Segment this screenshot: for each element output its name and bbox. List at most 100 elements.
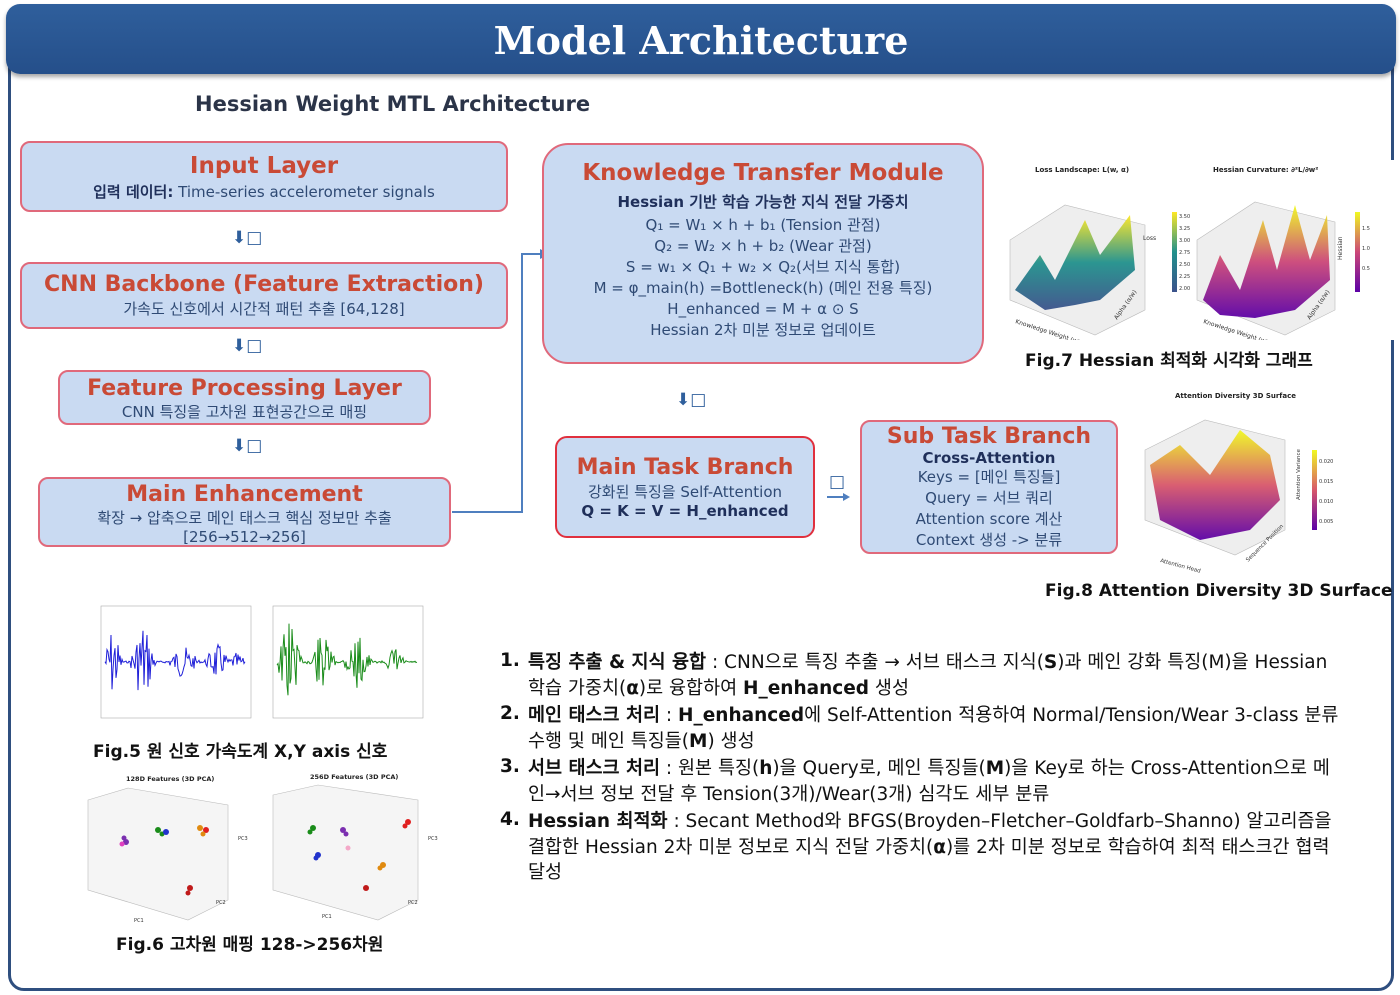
step-text: 메인 태스크 처리 : H_enhanced에 Self-Attention 적… — [528, 703, 1340, 754]
step-item: 3. 서브 태스크 처리 : 원본 특징(h)을 Query로, 메인 특징들(M… — [500, 756, 1340, 807]
step-text-segment: M — [689, 730, 708, 752]
fig8-cbar-tick: 0.020 — [1319, 459, 1333, 465]
fig7-hessian-plots: Loss Landscape: L(w, α) Knowledge Weight… — [1005, 160, 1395, 346]
fig8-cbar-tick: 0.010 — [1319, 499, 1333, 505]
main-to-sub-arrowhead — [843, 493, 850, 501]
fig7-right-cbar-tick: 0.5 — [1362, 266, 1370, 272]
fig7-right-title: Hessian Curvature: ∂²L/∂w² — [1213, 166, 1318, 174]
step-number: 2. — [500, 703, 520, 724]
fig7-left-title: Loss Landscape: L(w, α) — [1035, 166, 1129, 174]
sub-task-branch-subtitle: Cross-Attention — [922, 449, 1056, 467]
knowledge-transfer-title: Knowledge Transfer Module — [582, 160, 944, 186]
fig7-caption: Fig.7 Hessian 최적화 시각화 그래프 — [1025, 351, 1313, 371]
fig6-right-ylabel: PC2 — [408, 900, 418, 906]
sub-task-branch-line: Keys = [메인 특징들] — [917, 468, 1061, 486]
step-text-segment: h — [759, 758, 773, 779]
fig7-svg: Loss Landscape: L(w, α) Knowledge Weight… — [1009, 166, 1370, 346]
main-enhancement-line2: [256→512→256] — [183, 528, 306, 546]
sub-task-branch-box: Sub Task Branch Cross-Attention Keys = [… — [860, 420, 1118, 554]
input-layer-label: 입력 데이터: — [93, 183, 174, 201]
step-number: 3. — [500, 756, 520, 777]
fig6-right-zlabel: PC3 — [428, 836, 438, 842]
enhancement-to-knowledge-connector — [452, 253, 540, 513]
main-task-branch-line1: 강화된 특징을 Self-Attention — [587, 483, 783, 501]
step-text-segment: )을 Key로 하는 Cross-Attention으로 메인→서브 정보 전달… — [528, 758, 1330, 805]
step-text-segment: : CNN으로 특징 추출 → 서브 태스크 지식( — [706, 652, 1044, 673]
fig6-left-ylabel: PC2 — [216, 900, 226, 906]
fig8-plot-title: Attention Diversity 3D Surface — [1175, 392, 1296, 400]
fig6-svg: 128D Features (3D PCA) PC1 PC2 PC3 256D … — [87, 773, 438, 924]
page-title: Model Architecture — [493, 18, 909, 63]
knowledge-transfer-box: Knowledge Transfer Module Hessian 기반 학습 … — [542, 143, 984, 364]
main-enhancement-box: Main Enhancement 확장 → 압축으로 메인 태스크 핵심 정보만… — [38, 477, 451, 547]
step-item: 2. 메인 태스크 처리 : H_enhanced에 Self-Attention… — [500, 703, 1340, 754]
knowledge-transfer-line: Q₂ = W₂ × h + b₂ (Wear 관점) — [654, 237, 872, 255]
fig6-right-axes — [272, 784, 419, 921]
step-text: 서브 태스크 처리 : 원본 특징(h)을 Query로, 메인 특징들(M)을… — [528, 756, 1340, 807]
fig8-colorbar — [1312, 450, 1317, 530]
fig5-svg — [100, 605, 424, 719]
fig7-left-cbar-tick: 3.25 — [1179, 226, 1190, 232]
fig7-left-cbar-tick: 2.75 — [1179, 250, 1190, 256]
fig7-right-cbar-tick: 1.0 — [1362, 246, 1370, 252]
title-banner: Model Architecture — [6, 4, 1396, 74]
step-text-segment: )를 2차 미분 정보로 학습하여 최적 태스크간 협력 달성 — [528, 836, 1330, 884]
fig6-right-title: 256D Features (3D PCA) — [310, 773, 398, 781]
fig7-left-cbar-tick: 3.50 — [1179, 214, 1190, 220]
fig6-left-axes — [87, 787, 229, 921]
step-text-segment: : — [660, 705, 679, 726]
fig6-left-clusters — [119, 825, 209, 896]
fig5-caption: Fig.5 원 신호 가속도계 X,Y axis 신호 — [93, 742, 388, 762]
step-number: 1. — [500, 650, 520, 671]
feature-processing-box: Feature Processing Layer CNN 특징을 고차원 표현공… — [58, 370, 431, 425]
fig8-xlabel: Attention Head — [1159, 558, 1201, 575]
fig6-pca-plots: 128D Features (3D PCA) PC1 PC2 PC3 256D … — [78, 770, 448, 928]
step-text-segment: 에 Self-Attention 적용하여 Normal/Tension/Wea… — [528, 705, 1339, 752]
step-text-segment: )과 메인 강화 특징(M)을 Hessian 학습 가중치( — [528, 652, 1328, 699]
input-layer-title: Input Layer — [189, 153, 339, 179]
fig8-surface — [1150, 430, 1280, 540]
knowledge-transfer-line: S = w₁ × Q₁ + w₂ × Q₂(서브 지식 통합) — [625, 258, 901, 276]
fig6-left-zlabel: PC3 — [238, 836, 248, 842]
down-arrow-2: ⬇□ — [232, 336, 263, 356]
step-text-segment: S — [1043, 652, 1058, 673]
fig5-x-signal — [104, 630, 246, 691]
fig8-cbar-tick: 0.015 — [1319, 479, 1333, 485]
feature-processing-title: Feature Processing Layer — [87, 376, 402, 401]
step-text-segment: α — [933, 836, 946, 858]
fig7-left-zlabel: Loss — [1143, 235, 1156, 242]
cnn-backbone-box: CNN Backbone (Feature Extraction) 가속도 신호… — [20, 262, 508, 329]
sub-task-branch-line: Attention score 계산 — [915, 510, 1063, 528]
main-task-branch-line2: Q = K = V = H_enhanced — [581, 502, 789, 520]
fig8-zlabel: Attention Variance — [1296, 448, 1302, 500]
fig7-left-surface — [1015, 215, 1135, 310]
main-enhancement-line1: 확장 → 압축으로 메인 태스크 핵심 정보만 추출 — [97, 509, 392, 527]
input-layer-box: Input Layer 입력 데이터: Time-series accelero… — [20, 141, 508, 212]
fig7-left-colorbar — [1172, 212, 1177, 292]
sub-task-branch-line: Query = 서브 쿼리 — [925, 489, 1053, 507]
fig8-cbar-tick: 0.005 — [1319, 519, 1333, 525]
fig7-left-cbar-tick: 2.50 — [1179, 262, 1190, 268]
fig5-y-signal — [276, 623, 418, 696]
side-arrow: □ — [829, 472, 846, 492]
fig8-attention-surface: Attention Diversity 3D Surface Attention… — [1140, 390, 1380, 575]
step-heading: 메인 태스크 처리 — [528, 705, 661, 726]
step-text-segment: α — [626, 677, 639, 699]
step-text-segment: )로 융합하여 — [638, 677, 744, 699]
input-layer-text: Time-series accelerometer signals — [178, 183, 435, 201]
knowledge-transfer-line: M = φ_main(h) =Bottleneck(h) (메인 전용 특징) — [593, 279, 933, 297]
fig7-right-cbar-tick: 1.5 — [1362, 226, 1370, 232]
fig7-left-cbar-tick: 2.00 — [1179, 286, 1190, 292]
fig6-left-title: 128D Features (3D PCA) — [126, 775, 214, 783]
fig7-right-zlabel: Hessian — [1337, 236, 1344, 260]
step-item: 1. 특징 추출 & 지식 융합 : CNN으로 특징 추출 → 서브 태스크 지… — [500, 650, 1340, 701]
knowledge-transfer-line: H_enhanced = M + α ⊙ S — [667, 300, 859, 318]
step-text-segment: : 원본 특징( — [660, 758, 760, 779]
step-text: 특징 추출 & 지식 융합 : CNN으로 특징 추출 → 서브 태스크 지식(… — [528, 650, 1340, 701]
feature-processing-text: CNN 특징을 고차원 표현공간으로 매핑 — [121, 403, 368, 421]
fig7-left-cbar-tick: 3.00 — [1179, 238, 1190, 244]
down-arrow-3: ⬇□ — [232, 436, 263, 456]
step-text-segment: H_enhanced — [678, 705, 805, 726]
step-item: 4.Hessian 최적화 : Secant Method와 BFGS(Broy… — [500, 809, 1340, 886]
sub-task-branch-line: Context 생성 -> 분류 — [915, 531, 1063, 549]
